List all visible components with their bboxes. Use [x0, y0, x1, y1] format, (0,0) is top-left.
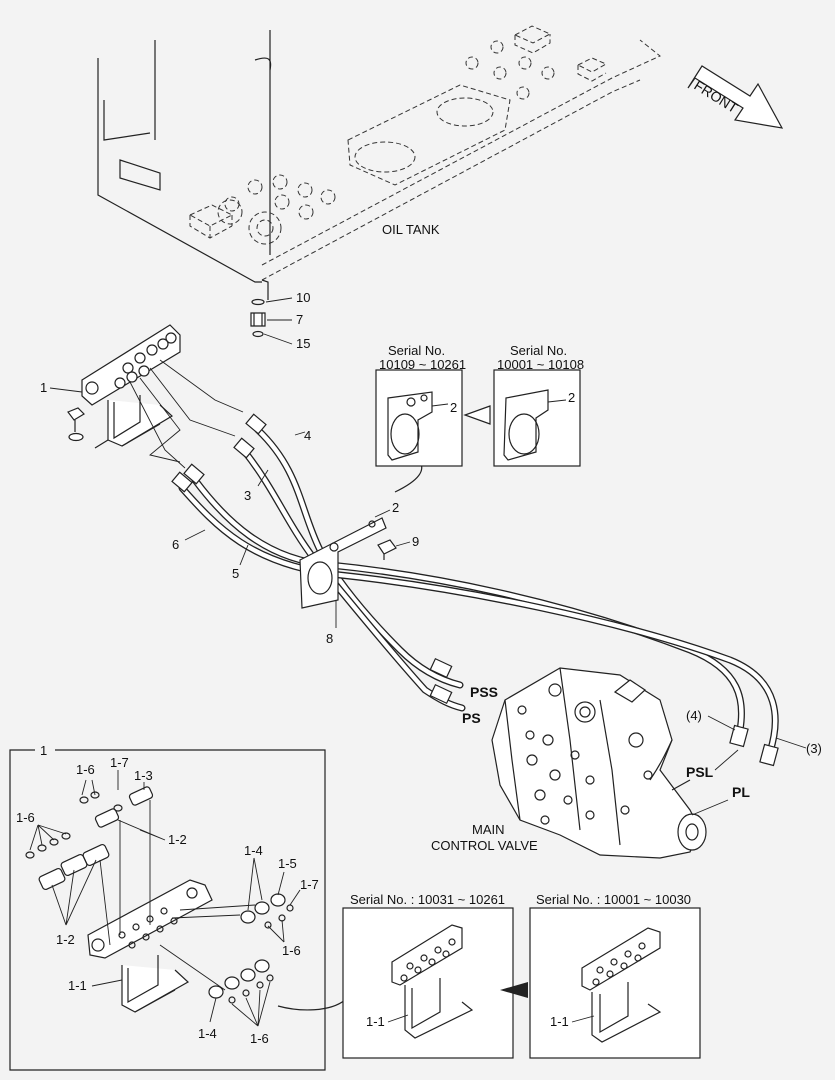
port-label-psl: PSL: [686, 764, 714, 780]
serial-box-bottom-left: [342, 907, 514, 1059]
manifold-ports: [114, 338, 169, 389]
serial-box-top-right-line2: 10001 ~ 10108: [497, 357, 584, 372]
part-num-10: 10: [296, 290, 310, 305]
part-num-7: 7: [296, 312, 303, 327]
hose-bundle: [171, 413, 779, 767]
part-num-5: 5: [232, 566, 239, 581]
oil-tank-label: OIL TANK: [382, 222, 440, 237]
serial-box-bottom-left-title: Serial No. : 10031 ~ 10261: [350, 892, 505, 907]
drain-fitting: [250, 297, 293, 345]
part-num-1: 1: [40, 380, 47, 395]
inset-1-5: 1-5: [278, 856, 297, 871]
inset-1-1: 1-1: [68, 978, 87, 993]
part-num-9: 9: [412, 534, 419, 549]
serial-box-top-left-line2: 10109 ~ 10261: [379, 357, 466, 372]
serial-box-bottom-right-part: 1-1: [550, 1014, 569, 1029]
inset-1-2b: 1-2: [56, 932, 75, 947]
serial-box-bottom-right: [529, 907, 701, 1059]
mounting-bolt: [67, 407, 85, 442]
inset-label-1: 1: [40, 743, 47, 758]
serial-box-top-right-part: 2: [568, 390, 575, 405]
part-num-3-paren: (3): [806, 741, 822, 756]
port-label-pl: PL: [732, 784, 750, 800]
inset-1-7b: 1-7: [300, 877, 319, 892]
mcv-label-line1: MAIN: [472, 822, 505, 837]
port-label-pss: PSS: [470, 684, 498, 700]
replace-arrow-top: [463, 405, 491, 425]
serial-box-top-right: [493, 369, 581, 467]
inset-1-6d: 1-6: [250, 1031, 269, 1046]
bolt-9: [377, 539, 397, 560]
inset-1-6c: 1-6: [282, 943, 301, 958]
serial-box-bottom-left-part: 1-1: [366, 1014, 385, 1029]
inset-1-6b: 1-6: [16, 810, 35, 825]
serial-box-top-right-line1: Serial No.: [510, 343, 567, 358]
oil-tank: [97, 25, 661, 300]
replace-arrow-bottom: [500, 982, 528, 998]
part-num-6: 6: [172, 537, 179, 552]
inset-1-6a: 1-6: [76, 762, 95, 777]
part-num-4: 4: [304, 428, 311, 443]
serial-box-bottom-right-title: Serial No. : 10001 ~ 10030: [536, 892, 691, 907]
inset-box-part-1: [9, 749, 326, 1071]
serial-box-top-left-line1: Serial No.: [388, 343, 445, 358]
main-control-valve: [491, 667, 707, 859]
part-num-4-paren: (4): [686, 708, 702, 723]
part-num-2: 2: [392, 500, 399, 515]
part-num-8: 8: [326, 631, 333, 646]
mcv-label-line2: CONTROL VALVE: [431, 838, 538, 853]
inset-1-3: 1-3: [134, 768, 153, 783]
port-label-ps: PS: [462, 710, 481, 726]
manifold-block: [81, 324, 181, 449]
inset-guide-lines: [99, 800, 256, 991]
inset-1-4a: 1-4: [244, 843, 263, 858]
part-num-15: 15: [296, 336, 310, 351]
hose-bracket: [299, 517, 387, 609]
inset-fittings: [25, 786, 294, 1004]
bolt-cluster-left: [217, 174, 336, 245]
bolt-cluster-right: [465, 40, 555, 100]
serial-box-top-left: [375, 369, 463, 467]
inset-1-7a: 1-7: [110, 755, 129, 770]
part-num-3: 3: [244, 488, 251, 503]
serial-box-top-left-part: 2: [450, 400, 457, 415]
inset-1-4b: 1-4: [198, 1026, 217, 1041]
inset-1-2a: 1-2: [168, 832, 187, 847]
